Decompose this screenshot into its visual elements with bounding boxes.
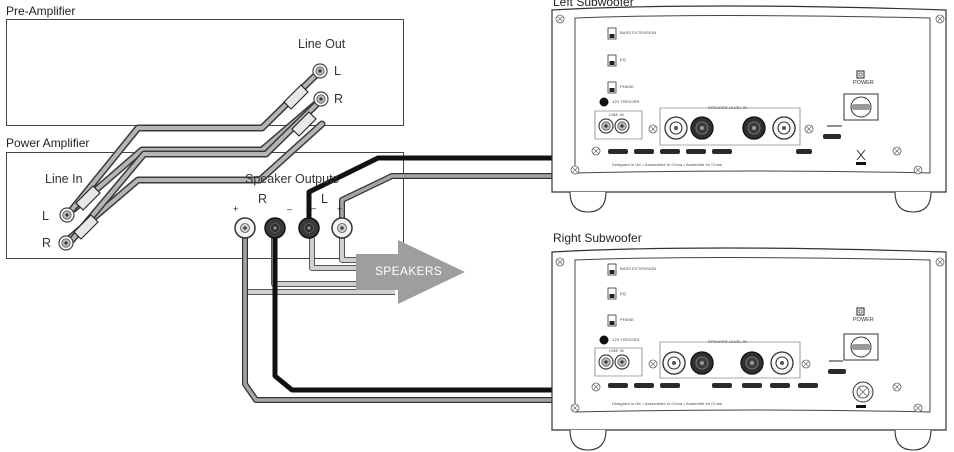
left-power-label: POWER: [853, 80, 874, 86]
poweramp-l-plus-post: [331, 217, 353, 239]
right-subwoofer-title: Right Subwoofer: [553, 231, 642, 245]
right-eq-label: EQ: [620, 291, 626, 296]
poweramp-line-in-l-jack: [59, 207, 75, 223]
left-subwoofer-title: Left Subwoofer: [553, 0, 634, 9]
left-line-in-label: LINE IN: [609, 112, 624, 117]
poweramp-l-label: L: [42, 209, 49, 223]
speaker-output-l-label: L: [321, 192, 328, 206]
right-line-in-label: LINE IN: [609, 348, 624, 353]
post-minus-sign: –: [287, 204, 293, 214]
preamp-line-out-l-jack: [312, 63, 328, 79]
speaker-outputs-label: Speaker Outputs: [245, 172, 339, 186]
left-bass-extension-label: BASS EXTENSION: [620, 30, 657, 35]
preamp-line-out-r-jack: [313, 91, 329, 107]
right-phase-label: PHASE: [620, 317, 635, 322]
right-bass-extension-label: BASS EXTENSION: [620, 266, 657, 271]
poweramp-l-minus-post: [298, 217, 320, 239]
post-minus-sign: –: [311, 203, 317, 213]
line-out-label: Line Out: [298, 37, 346, 51]
pre-amplifier-box: [6, 19, 404, 126]
speaker-output-r-label: R: [258, 192, 268, 206]
pre-amplifier-title: Pre-Amplifier: [6, 4, 76, 18]
left-subwoofer: [551, 5, 947, 213]
right-designed-text: Designed in UK • Assembled in China • As…: [612, 401, 723, 406]
left-eq-label: EQ: [620, 57, 626, 62]
preamp-r-label: R: [334, 92, 344, 106]
left-phase-label: PHASE: [620, 84, 635, 89]
left-speaker-level-in-label: SPEAKER LEVEL IN: [708, 105, 748, 110]
post-plus-sign: +: [337, 204, 343, 214]
right-trigger-label: 12V TRIGGER: [612, 337, 640, 342]
line-in-label: Line In: [45, 172, 83, 186]
speakers-label: SPEAKERS: [375, 264, 443, 278]
post-plus-sign: +: [233, 204, 239, 214]
poweramp-r-plus-post: [234, 217, 256, 239]
poweramp-line-in-r-jack: [58, 235, 74, 251]
right-speaker-level-in-label: SPEAKER LEVEL IN: [708, 339, 748, 344]
poweramp-r-minus-post: [264, 217, 286, 239]
left-designed-text: Designed in UK • Assembled in China • As…: [612, 162, 723, 167]
right-subwoofer: [551, 247, 947, 451]
left-trigger-label: 12V TRIGGER: [612, 99, 640, 104]
power-amplifier-title: Power Amplifier: [6, 136, 90, 150]
right-power-label: POWER: [853, 317, 874, 323]
poweramp-r-label: R: [42, 236, 52, 250]
rca-plugs: [73, 84, 317, 240]
preamp-l-label: L: [334, 64, 341, 78]
speakers-arrow: [356, 240, 465, 304]
